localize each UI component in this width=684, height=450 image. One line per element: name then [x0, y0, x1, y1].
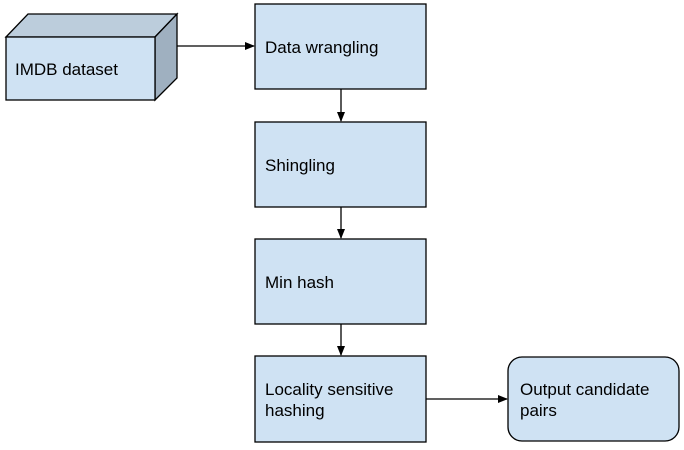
min-hash-label: Min hash [265, 273, 334, 292]
data-wrangling-label: Data wrangling [265, 38, 378, 57]
lsh-label-line2: hashing [265, 401, 325, 420]
output-label-line2: pairs [520, 401, 557, 420]
shingling-label: Shingling [265, 156, 335, 175]
output-box [507, 356, 680, 442]
output-label-line1: Output candidate [520, 380, 649, 399]
lsh-label-line1: Locality sensitive [265, 380, 394, 399]
shingling-box [254, 121, 427, 208]
output-node: Output candidate pairs [507, 356, 680, 442]
min-hash-node: Min hash [254, 238, 427, 325]
shingling-node: Shingling [254, 121, 427, 208]
imdb-dataset-top-face [4, 13, 179, 38]
imdb-dataset-label: IMDB dataset [15, 60, 118, 79]
imdb-dataset-node: IMDB dataset [4, 12, 179, 102]
data-wrangling-node: Data wrangling [254, 3, 427, 90]
imdb-dataset-front-face [5, 36, 156, 101]
min-hash-box [254, 238, 427, 325]
lsh-box [254, 355, 427, 443]
lsh-node: Locality sensitive hashing [254, 355, 427, 443]
